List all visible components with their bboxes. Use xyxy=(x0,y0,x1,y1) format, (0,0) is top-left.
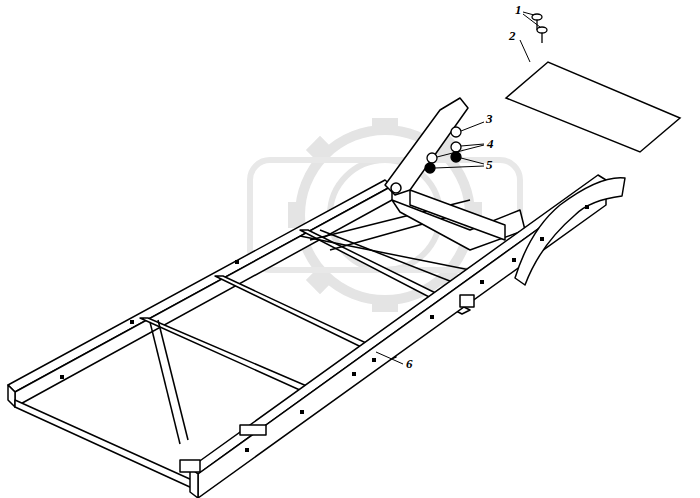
callout-number: 2 xyxy=(509,29,516,43)
nuts-washers xyxy=(425,127,461,173)
callout-number: 6 xyxy=(406,357,413,371)
callout-number: 3 xyxy=(486,112,493,126)
bolts xyxy=(532,14,547,43)
callout-number: 4 xyxy=(487,137,494,151)
callout-number: 1 xyxy=(515,3,522,17)
cover-plate xyxy=(506,62,680,152)
frame xyxy=(8,98,625,498)
leader-lines xyxy=(376,12,540,364)
callout-number: 5 xyxy=(486,158,493,172)
